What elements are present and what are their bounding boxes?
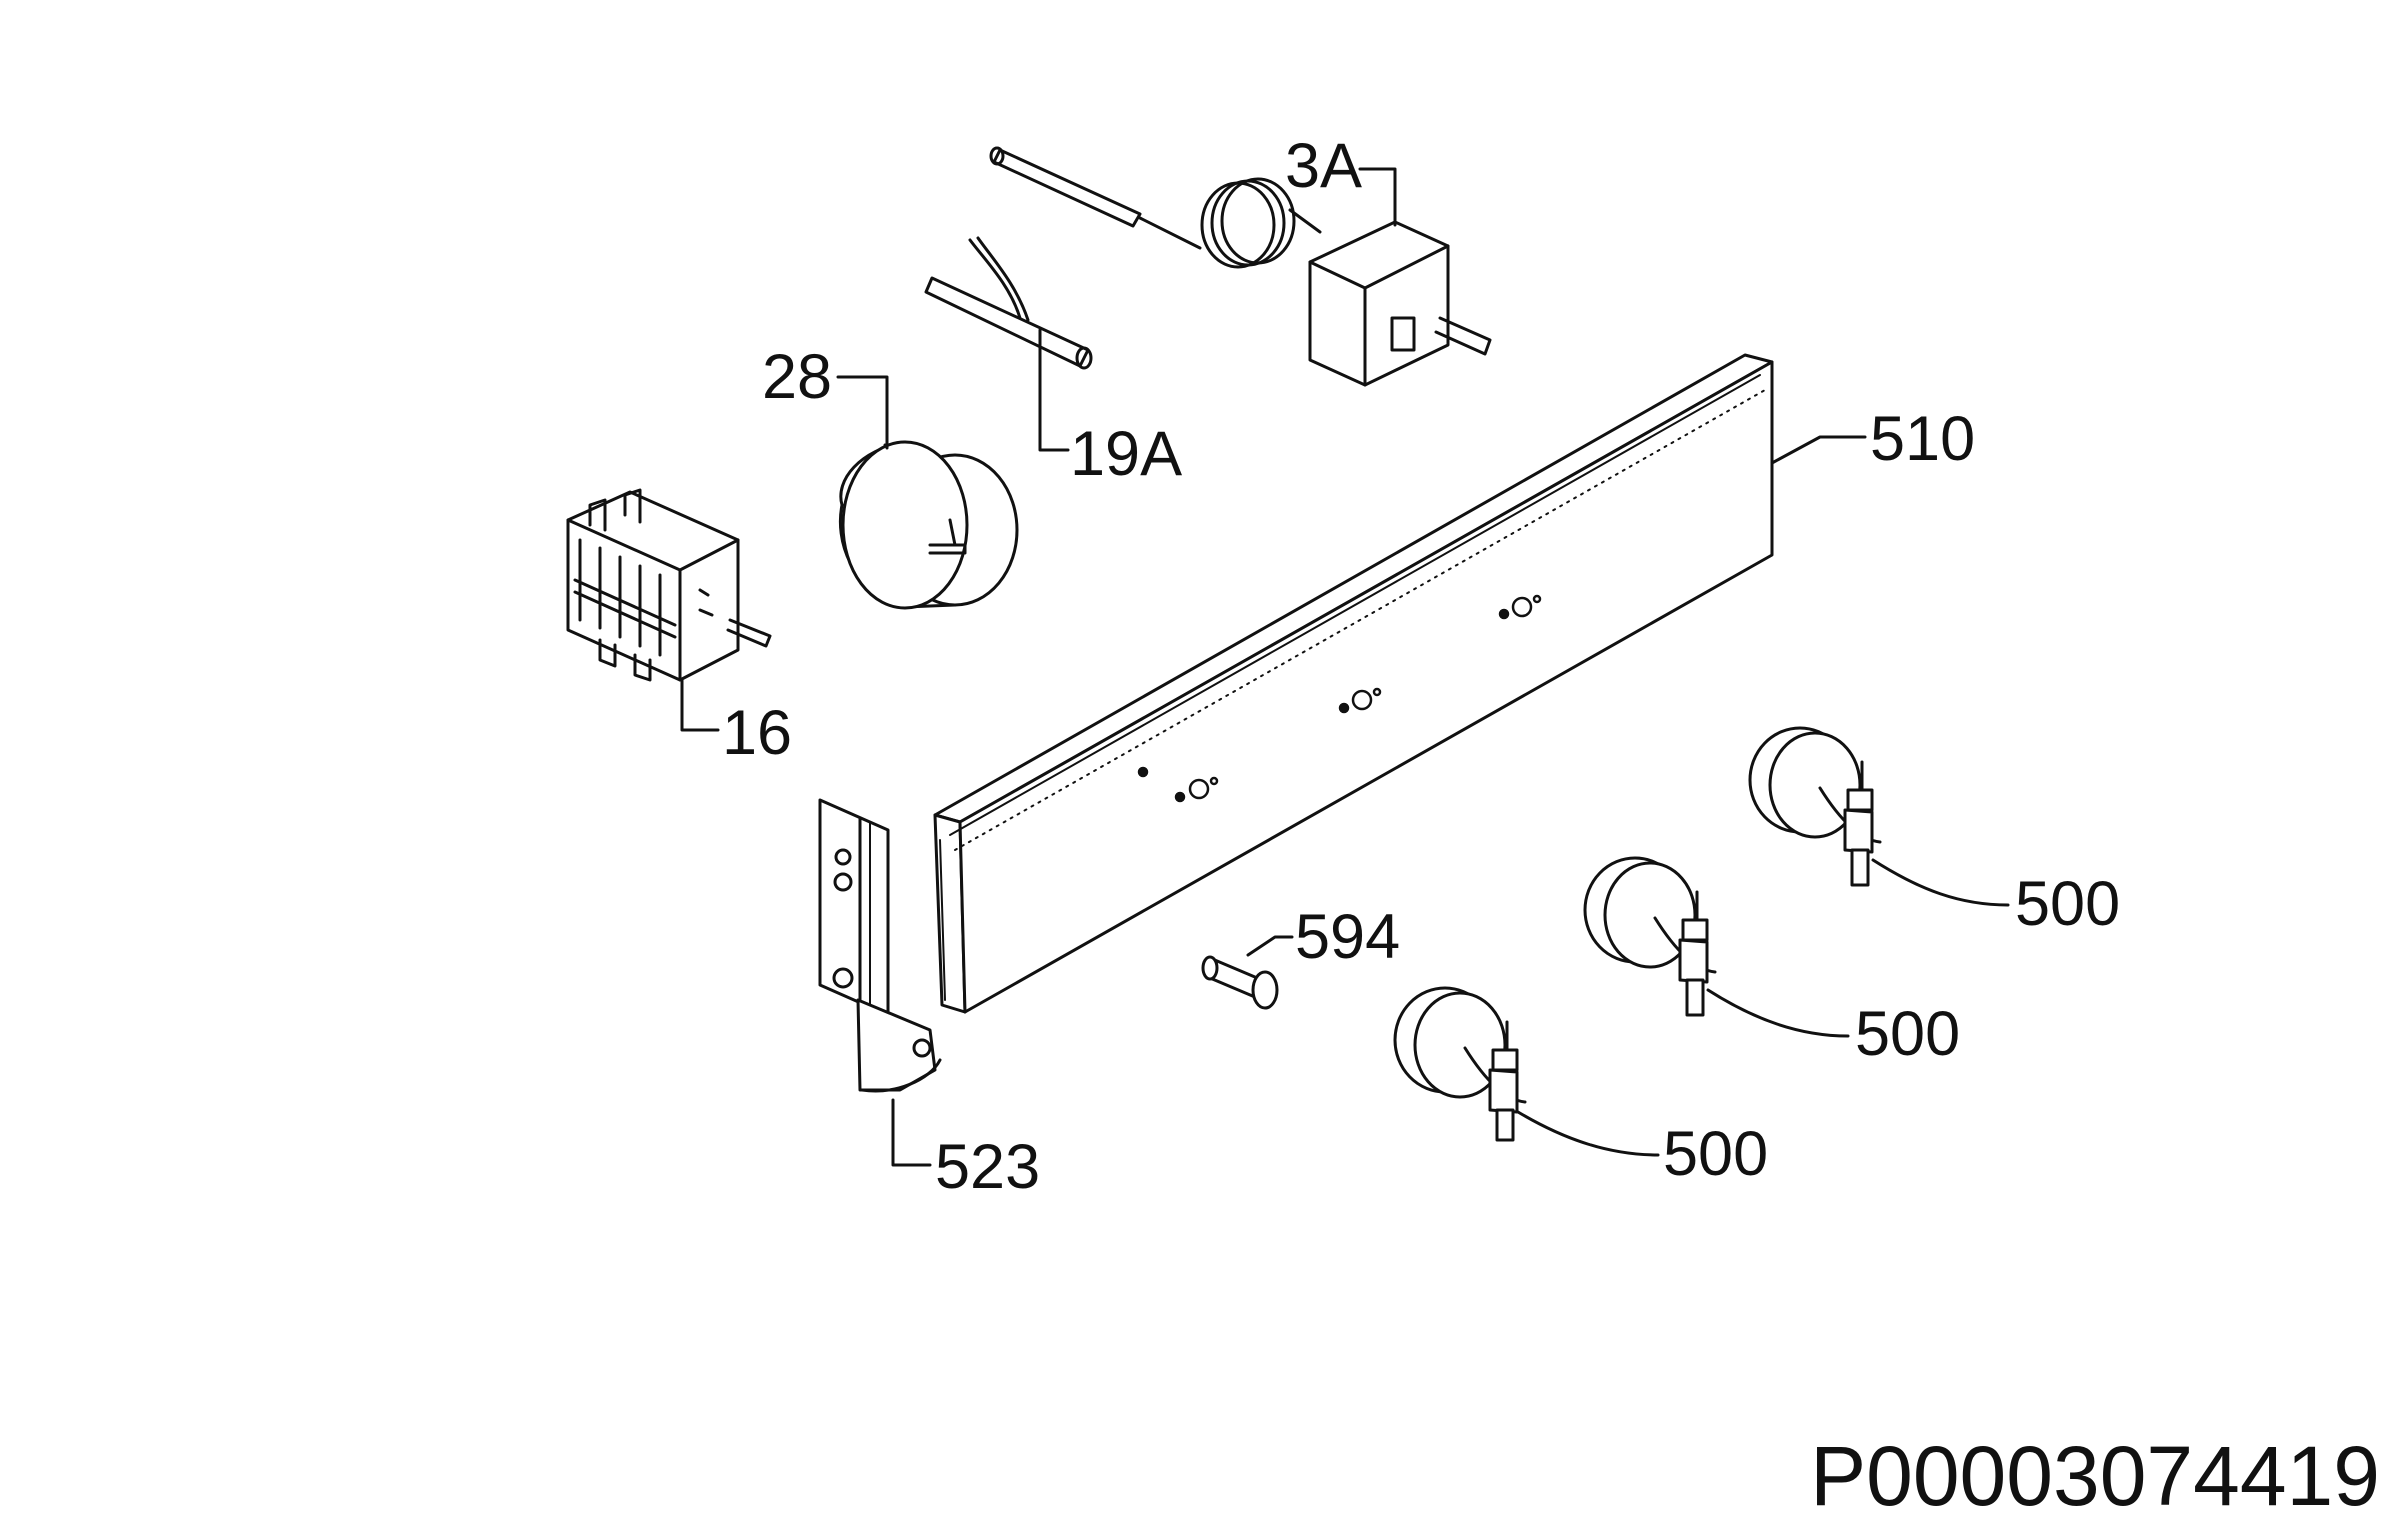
pin-part-594 — [1201, 935, 1294, 1010]
label-523: 523 — [935, 1132, 1040, 1202]
timer-part-28 — [836, 375, 1019, 610]
label-500-bottom: 500 — [1663, 1119, 1768, 1189]
label-28: 28 — [762, 342, 832, 412]
knob-part-500-bottom — [1393, 986, 1660, 1157]
knob-part-500-middle — [1583, 856, 1850, 1038]
label-16: 16 — [722, 698, 792, 768]
part-labels: 3A 19A 28 510 16 594 500 500 500 523 — [722, 131, 2120, 1202]
sensor-part-19a — [924, 236, 1093, 452]
label-594: 594 — [1295, 902, 1400, 972]
label-510: 510 — [1870, 404, 1975, 474]
label-500-middle: 500 — [1855, 999, 1960, 1069]
label-3a: 3A — [1285, 131, 1362, 201]
bracket-part-523 — [818, 798, 942, 1167]
label-19a: 19A — [1070, 419, 1182, 489]
knob-part-500-top — [1748, 726, 2010, 907]
drawing-code: P00003074419 — [1810, 1429, 2380, 1515]
control-panel-part-510 — [933, 353, 1867, 1014]
label-500-top: 500 — [2015, 869, 2120, 939]
thermostat-part-3a — [989, 146, 1492, 387]
switch-part-16 — [566, 488, 772, 732]
